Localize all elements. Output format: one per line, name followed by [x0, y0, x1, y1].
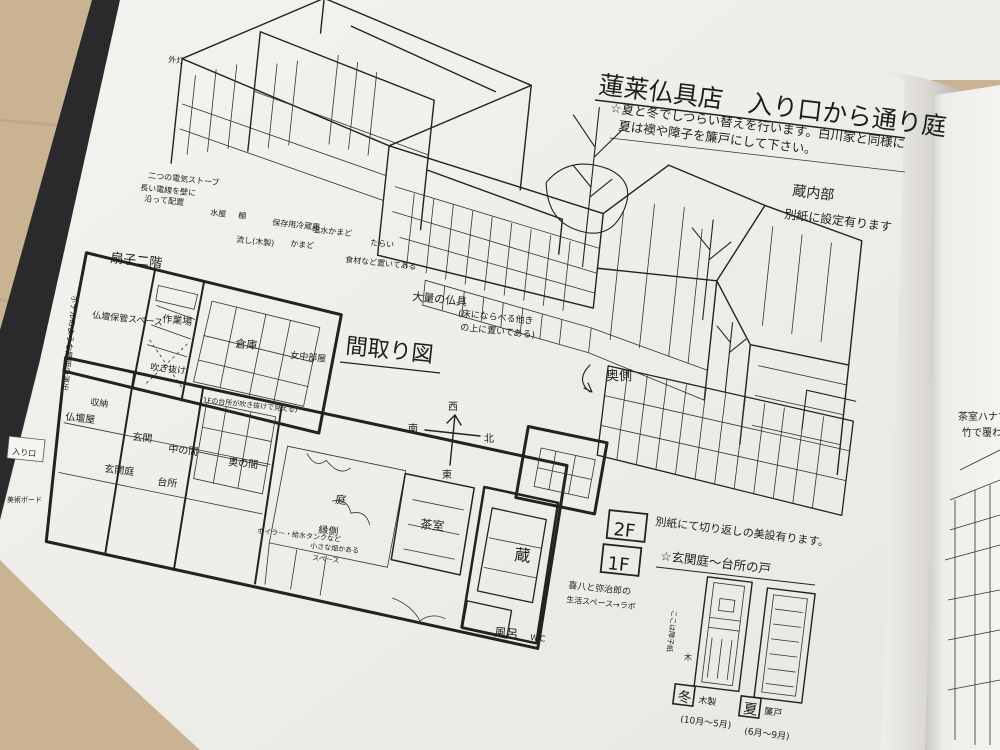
wood-label: 木 [684, 652, 692, 662]
floor-1f-label: 1F [606, 553, 630, 576]
room-kura-label: 蔵 [514, 545, 532, 566]
back-side-drawing [596, 365, 857, 517]
ground-floor-plan [44, 356, 569, 650]
iso-label-group: 二つの電気ストーブ 長い電線を壁に 沿って配置 水屋 棚 流し(木製) かまど … [140, 54, 417, 271]
room-workshop-label: 作業場 [162, 312, 193, 328]
room-atrium-label: 吹き抜け [150, 361, 187, 377]
genkan-title-underline [655, 566, 816, 586]
right-page-note-1: 茶室ハナで [958, 410, 1000, 423]
room-daidokoro-label: 台所 [157, 475, 178, 490]
room-nakanoma-label: 中の間 [168, 442, 199, 458]
iso-label-9: 塩水かまど [312, 224, 353, 238]
compass-north: 北 [484, 433, 494, 445]
upper-room-label: 扇子二階 [110, 250, 163, 271]
winter-label: 冬 [677, 689, 693, 707]
note-underline [609, 137, 906, 173]
floor-1f-box [599, 543, 643, 577]
compass-south: 南 [408, 422, 418, 435]
summer-label: 夏 [743, 701, 759, 719]
board-caption: ・美術ボード [0, 495, 42, 504]
room-genkanniwa-label: 玄関庭 [104, 462, 135, 478]
winter-tag-box [671, 682, 697, 708]
room-toilet-label: W.C [530, 633, 546, 644]
room-maid-label: 女中部屋 [290, 349, 327, 365]
floor-2f-box [605, 509, 649, 543]
entrance-tab [6, 435, 46, 463]
iso-label-4: 水屋 [210, 207, 227, 219]
room-warehouse-label: 倉庫 [235, 336, 258, 352]
kura-note-1: 蔵内部 [792, 183, 836, 204]
title-underline [594, 99, 906, 139]
door-summer-sketch [753, 587, 816, 704]
room-stairs-label: 収納 [90, 396, 109, 410]
winter-material: 木製 [698, 694, 717, 708]
compass-east: 東 [442, 468, 452, 481]
right-page-note-2: 竹で覆われて [962, 426, 1000, 439]
floor-2f-label: 2F [612, 519, 636, 542]
room-niwa-label: 庭 [335, 492, 347, 507]
room-chashitsu-label: 茶室 [420, 516, 445, 533]
door-winter-sketch [693, 576, 753, 693]
isometric-house-drawing [170, 0, 863, 476]
iso-label-12: 外灯 [168, 54, 185, 66]
compass-west: 西 [448, 402, 458, 413]
floorplan-title-underline [339, 361, 441, 374]
iso-label-10: たらい [370, 238, 395, 249]
butsudan-label: 大量の仏具 [412, 289, 468, 309]
room-engawa-label: 縁側 [318, 523, 339, 538]
annex-plan [514, 425, 609, 516]
room-furo-label: 風呂 [494, 625, 519, 641]
iso-label-7: かまど [290, 239, 315, 250]
room-storage-space-label: スペース [312, 554, 340, 565]
back-side-label: 奥側 [606, 369, 632, 384]
back-side-arrow [581, 364, 593, 393]
room-genkan-label: 玄関 [132, 430, 153, 445]
room-okunoma-label: 奥の間 [228, 455, 259, 471]
iso-label-3: 沿って配置 [144, 194, 185, 207]
iso-label-6: 流し(木製) [236, 234, 275, 248]
room-butsudan-label: 仏壇屋 [65, 410, 96, 426]
summer-tag-box [737, 694, 763, 720]
right-page-sketch [944, 449, 1000, 745]
entrance-tab-label: 入り口 [12, 447, 37, 458]
right-page [925, 85, 1000, 750]
summer-material: 簾戸 [764, 705, 783, 719]
iso-label-5: 棚 [238, 210, 247, 221]
